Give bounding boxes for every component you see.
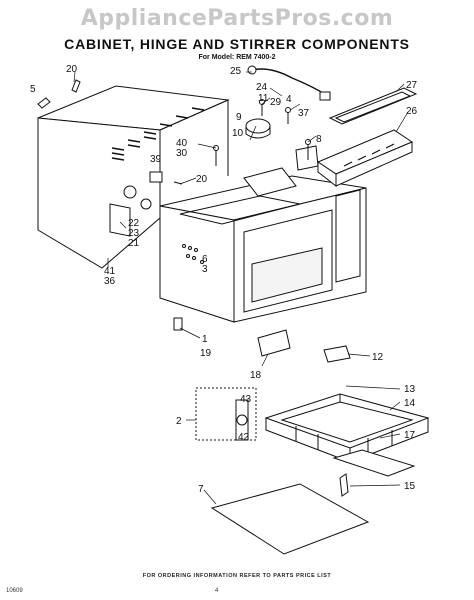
callout-14: 14 [404, 398, 416, 409]
callout-17: 17 [404, 430, 416, 441]
callout-9: 9 [236, 112, 242, 123]
callout-42: 42 [238, 432, 250, 443]
hinge-brackets [109, 171, 163, 237]
callout-37: 37 [298, 108, 310, 119]
callout-4: 4 [286, 94, 292, 105]
callout-1: 1 [202, 334, 208, 345]
oven-chassis [159, 175, 367, 323]
callout-7: 7 [198, 484, 204, 495]
callout-43: 43 [240, 394, 252, 405]
stirrer-blade [323, 345, 351, 363]
cover-plate [257, 329, 291, 357]
callout-26: 26 [406, 106, 418, 117]
waveguide-strip [328, 87, 418, 125]
callout-25: 25 [230, 66, 242, 77]
callout-23: 23 [128, 228, 140, 239]
ordering-footer: FOR ORDERING INFORMATION REFER TO PARTS … [142, 573, 332, 579]
callout-11: 11 [258, 93, 269, 104]
spacer [339, 473, 349, 497]
callout-40: 40 [176, 138, 188, 149]
callout-6: 6 [202, 254, 208, 265]
callout-29: 29 [270, 97, 282, 108]
callout-20: 20 [66, 64, 78, 75]
foot [173, 317, 183, 331]
watermark: AppliancePartsPros.com [80, 6, 394, 31]
callout-21: 21 [128, 238, 140, 249]
callout-2: 2 [176, 416, 182, 427]
model-subtitle: For Model: REM 7400-2 [198, 54, 276, 61]
callout-36: 36 [104, 276, 116, 287]
callout-20b: 20 [196, 174, 208, 185]
callout-13: 13 [404, 384, 416, 395]
page-number: 4 [215, 588, 219, 594]
callout-41: 41 [104, 266, 116, 277]
latch-assembly [195, 387, 257, 441]
callout-19: 19 [200, 348, 212, 359]
stirrer-cover [332, 449, 416, 477]
callout-5: 5 [30, 84, 36, 95]
callout-labels: 5 20 25 24 11 29 4 37 27 26 9 10 8 40 30… [30, 64, 418, 495]
callout-18: 18 [250, 370, 262, 381]
leader-lines [73, 71, 409, 505]
callout-30: 30 [176, 148, 188, 159]
image-code: 10609 [6, 588, 23, 594]
glass-tray [210, 483, 370, 555]
wire-harness [251, 68, 329, 97]
callout-15: 15 [404, 481, 416, 492]
diagram-title: CABINET, HINGE AND STIRRER COMPONENTS [64, 36, 410, 52]
top-bracket [243, 145, 319, 197]
callout-3: 3 [202, 264, 208, 275]
callout-24: 24 [256, 82, 268, 93]
callout-10: 10 [232, 128, 244, 139]
callout-39: 39 [150, 154, 162, 165]
callout-22: 22 [128, 218, 140, 229]
stirrer-motor [245, 118, 271, 134]
callout-8: 8 [316, 134, 322, 145]
callout-12: 12 [372, 352, 384, 363]
callout-27: 27 [406, 80, 418, 91]
air-duct [316, 129, 414, 188]
